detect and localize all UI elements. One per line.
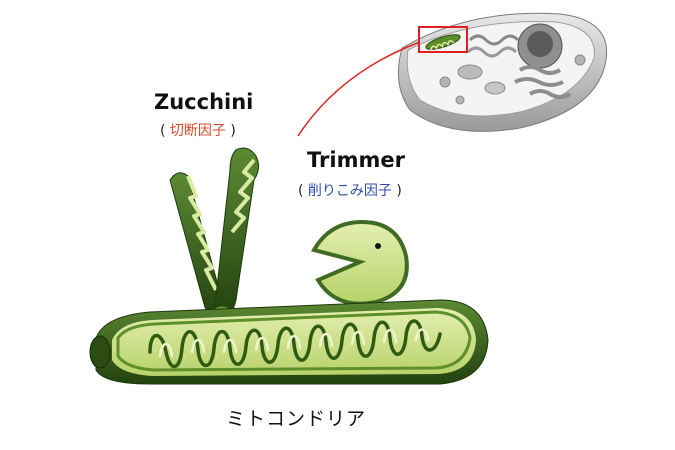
trimmer-pacman [314, 222, 407, 304]
mitochondrion-zucchini [90, 300, 488, 384]
zucchini-close-paren: ) [230, 123, 235, 139]
cell-illustration [398, 13, 606, 131]
zucchini-subtitle-text: 切断因子 [170, 123, 226, 139]
mitochondria-caption: ミトコンドリア [226, 404, 366, 431]
zucchini-open-paren: ( [160, 123, 165, 139]
trimmer-open-paren: ( [298, 183, 303, 199]
zucchini-scissors [170, 148, 259, 318]
zucchini-title: Zucchini [154, 90, 253, 114]
trimmer-subtitle: ( 削りこみ因子 ) [298, 180, 402, 200]
zucchini-subtitle: ( 切断因子 ) [160, 120, 236, 140]
trimmer-close-paren: ) [396, 183, 401, 199]
trimmer-subtitle-text: 削りこみ因子 [308, 183, 392, 199]
trimmer-title: Trimmer [307, 148, 405, 172]
